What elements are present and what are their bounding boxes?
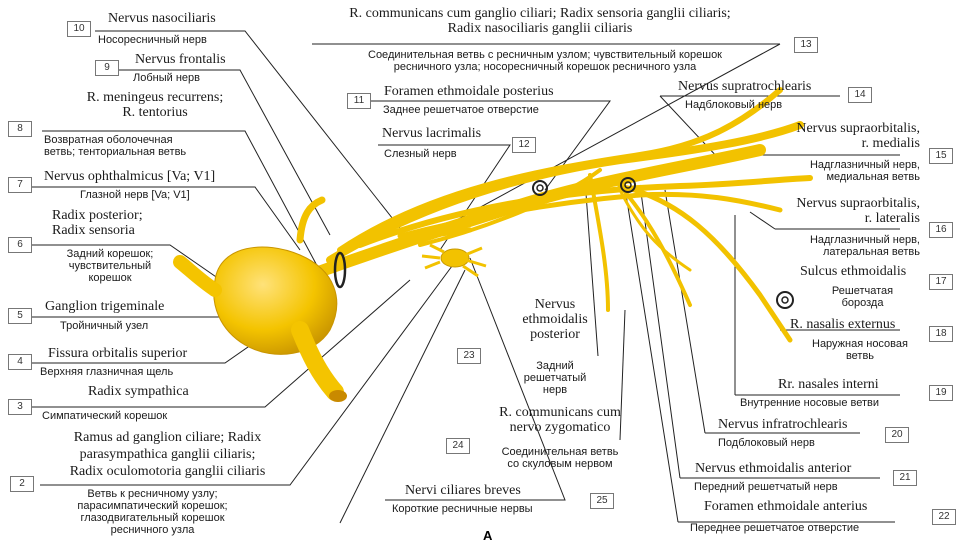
label-russian-foramen-anterius: Переднее решетчатое отверстие [690, 522, 860, 534]
label-russian-radix-sensoria: Задний корешок; чувствительный корешок [66, 248, 154, 284]
label-number-13: 13 [794, 37, 818, 53]
label-latin-infratrochlearis: Nervus infratrochlearis [718, 417, 848, 432]
label-latin-foramen-anterius: Foramen ethmoidale anterius [704, 499, 868, 514]
label-russian-supraorbitalis-lateralis: Надглазничный нерв, латеральная ветвь [809, 234, 920, 258]
label-latin-nasales-interni: Rr. nasales interni [778, 377, 879, 392]
label-latin-sulcus-ethmoidalis: Sulcus ethmoidalis [800, 264, 907, 279]
label-number-9: 9 [95, 60, 119, 76]
label-number-3: 3 [8, 399, 32, 415]
label-russian-frontalis: Лобный нерв [133, 72, 200, 84]
label-russian-communicans-zygomatico: Соединительная ветвь со скуловым нервом [501, 446, 619, 470]
label-number-25: 25 [590, 493, 614, 509]
label-latin-supratrochlearis: Nervus supratrochlearis [678, 79, 812, 94]
label-russian-lacrimalis: Слезный нерв [384, 148, 457, 160]
label-russian-supratrochlearis: Надблоковый нерв [685, 99, 783, 111]
label-number-17: 17 [929, 274, 953, 290]
label-russian-infratrochlearis: Подблоковый нерв [718, 437, 815, 449]
label-number-24: 24 [446, 438, 470, 454]
label-number-5: 5 [8, 308, 32, 324]
label-number-22: 22 [932, 509, 956, 525]
label-number-20: 20 [885, 427, 909, 443]
label-russian-ciliares-breves: Короткие ресничные нервы [392, 503, 533, 515]
label-russian-ophthalmicus: Глазной нерв [Va; V1] [80, 189, 190, 201]
label-latin-frontalis: Nervus frontalis [135, 52, 226, 67]
trigeminal-ganglion [173, 246, 347, 402]
label-latin-ethmoidalis-anterior: Nervus ethmoidalis anterior [695, 461, 852, 476]
label-russian-ramus-ciliare: Ветвь к ресничному узлу; парасимпатическ… [77, 488, 228, 536]
label-number-4: 4 [8, 354, 32, 370]
nerve-bundle [296, 87, 813, 343]
label-latin-ethmoidalis-posterior: Nervus ethmoidalis posterior [522, 297, 588, 342]
label-latin-fissura: Fissura orbitalis superior [48, 346, 188, 361]
foramina [532, 177, 794, 309]
label-latin-ciliares-breves: Nervi ciliares breves [405, 483, 521, 498]
label-latin-ramus-ciliare: Ramus ad ganglion ciliare; Radix parasym… [69, 430, 266, 479]
label-number-11: 11 [347, 93, 371, 109]
label-latin-nasociliaris: Nervus nasociliaris [108, 11, 216, 26]
label-russian-ethmoidalis-posterior: Задний решетчатый нерв [523, 360, 587, 396]
label-russian-nasales-interni: Внутренние носовые ветви [740, 397, 880, 409]
label-latin-radix-sensoria: Radix posterior; Radix sensoria [52, 208, 143, 238]
label-number-15: 15 [929, 148, 953, 164]
label-latin-ophthalmicus: Nervus ophthalmicus [Va; V1] [44, 169, 216, 184]
label-number-19: 19 [929, 385, 953, 401]
label-number-8: 8 [8, 121, 32, 137]
label-number-16: 16 [929, 222, 953, 238]
ciliary-ganglion [421, 243, 487, 278]
label-latin-lacrimalis: Nervus lacrimalis [382, 126, 482, 141]
label-latin-meningeus: R. meningeus recurrens; R. tentorius [86, 90, 224, 120]
label-russian-sulcus-ethmoidalis: Решетчатая борозда [831, 285, 894, 309]
label-russian-ethmoidalis-anterior: Передний решетчатый нерв [694, 481, 838, 493]
label-latin-nasalis-externus: R. nasalis externus [790, 317, 896, 332]
label-russian-foramen-posterius: Заднее решетчатое отверстие [383, 104, 539, 116]
label-number-6: 6 [8, 237, 32, 253]
label-russian-supraorbitalis-medialis: Надглазничный нерв, медиальная ветвь [809, 159, 920, 183]
label-latin-supraorbitalis-lateralis: Nervus supraorbitalis, r. lateralis [796, 196, 920, 226]
label-latin-foramen-posterius: Foramen ethmoidale posterius [384, 84, 554, 99]
label-latin-r-communicans-ciliari: R. communicans cum ganglio ciliari; Radi… [349, 6, 731, 36]
label-number-21: 21 [893, 470, 917, 486]
label-number-23: 23 [457, 348, 481, 364]
leader-lines [30, 30, 900, 524]
label-russian-sympathica: Симпатический корешок [42, 410, 168, 422]
label-russian-ganglion-trigeminale: Тройничный узел [60, 320, 149, 332]
label-latin-sympathica: Radix sympathica [88, 384, 189, 399]
label-latin-supraorbitalis-medialis: Nervus supraorbitalis, r. medialis [796, 121, 920, 151]
label-number-2: 2 [10, 476, 34, 492]
label-latin-ganglion-trigeminale: Ganglion trigeminale [45, 299, 165, 314]
label-russian-nasociliaris: Носоресничный нерв [98, 34, 207, 46]
label-number-10: 10 [67, 21, 91, 37]
label-number-18: 18 [929, 326, 953, 342]
label-number-12: 12 [512, 137, 536, 153]
label-number-14: 14 [848, 87, 872, 103]
label-russian-meningeus: Возвратная оболочечная ветвь; тенториаль… [44, 134, 187, 158]
label-latin-communicans-zygomatico: R. communicans cum nervo zygomatico [499, 405, 621, 435]
label-number-7: 7 [8, 177, 32, 193]
label-russian-nasalis-externus: Наружная носовая ветвь [812, 338, 908, 362]
label-russian-r-communicans-ciliari: Соединительная ветвь с ресничным узлом; … [368, 49, 722, 73]
label-russian-fissura: Верхняя глазничная щель [40, 366, 174, 378]
figure-letter: A [483, 528, 493, 543]
